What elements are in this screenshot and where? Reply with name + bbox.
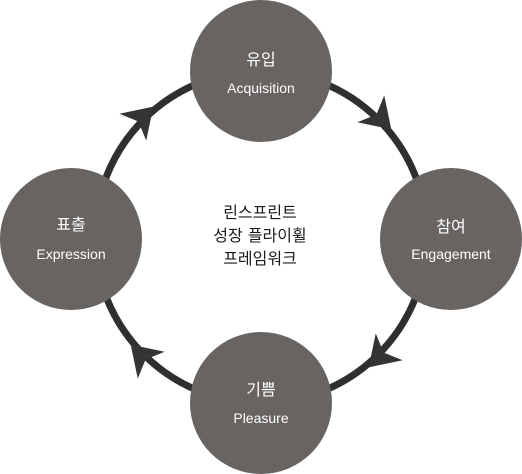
- node-label-en: Expression: [36, 246, 105, 262]
- center-title-line: 프레임워크: [223, 249, 297, 268]
- node-circle: [380, 168, 522, 310]
- node-pleasure: 기쁨 Pleasure: [190, 332, 332, 474]
- chevron-arrow-icon: [357, 95, 392, 130]
- node-label-ko: 유입: [246, 50, 275, 69]
- node-label-en: Acquisition: [227, 80, 295, 96]
- node-label-en: Pleasure: [233, 410, 288, 426]
- node-circle: [190, 0, 332, 142]
- arrow-engagement-to-pleasure: [368, 333, 403, 368]
- center-title-line: 성장 플라이휠: [213, 226, 306, 245]
- arrow-expression-to-acquisition: [119, 106, 154, 141]
- node-engagement: 참여 Engagement: [380, 168, 522, 310]
- chevron-arrow-icon: [368, 333, 403, 368]
- node-label-ko: 기쁨: [246, 380, 275, 399]
- node-circle: [0, 168, 142, 310]
- node-label-en: Engagement: [411, 246, 491, 262]
- arrow-pleasure-to-expression: [130, 344, 165, 379]
- arrow-acquisition-to-engagement: [357, 95, 392, 130]
- node-circle: [190, 332, 332, 474]
- node-expression: 표출 Expression: [0, 168, 142, 310]
- chevron-arrow-icon: [119, 106, 154, 141]
- chevron-arrow-icon: [130, 344, 165, 379]
- center-title-line: 린스프린트: [223, 203, 297, 222]
- node-acquisition: 유입 Acquisition: [190, 0, 332, 142]
- node-label-ko: 참여: [436, 217, 465, 236]
- center-title: 린스프린트 성장 플라이휠 프레임워크: [213, 203, 306, 268]
- node-label-ko: 표출: [56, 215, 85, 234]
